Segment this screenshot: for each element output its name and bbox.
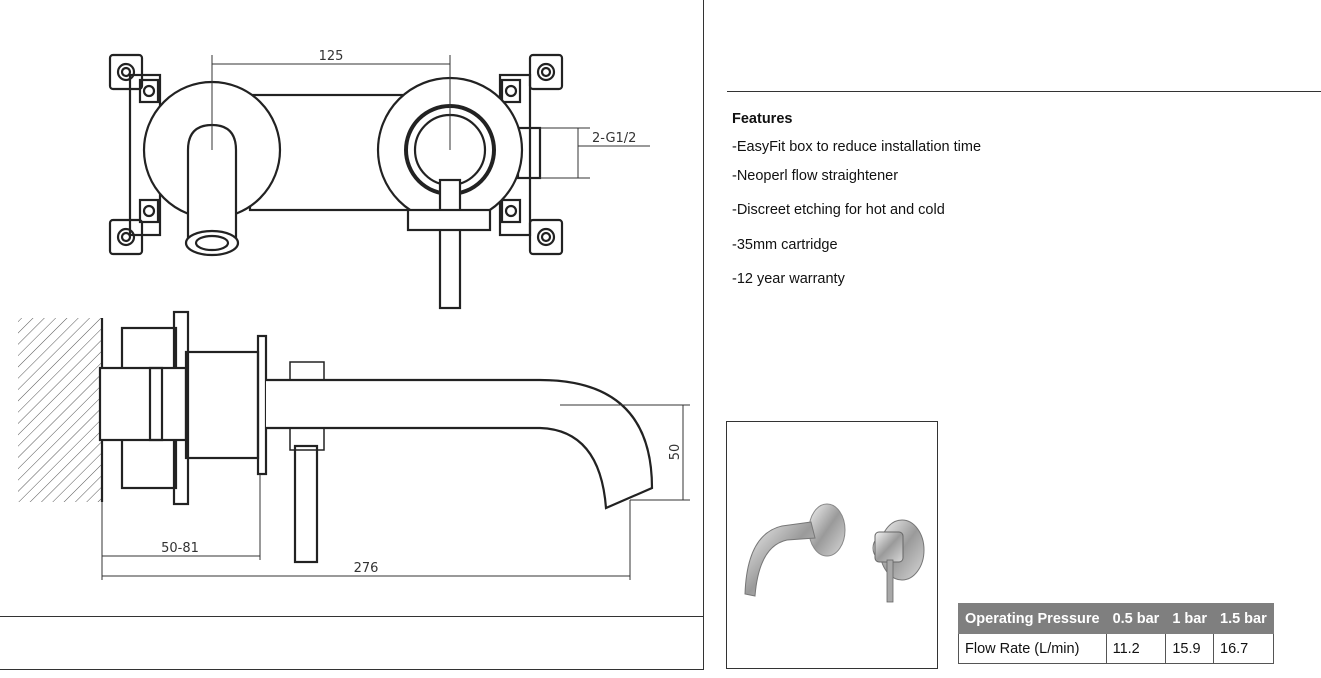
table-cell: 16.7 bbox=[1213, 633, 1274, 664]
column-header: 1.5 bar bbox=[1213, 603, 1274, 634]
dim-inlet: 2-G1/2 bbox=[592, 131, 636, 146]
table-cell: 15.9 bbox=[1165, 633, 1214, 664]
feature-item: -12 year warranty bbox=[732, 271, 845, 287]
section-divider bbox=[727, 91, 1321, 92]
technical-drawing-frame bbox=[0, 0, 704, 670]
column-header: 1 bar bbox=[1165, 603, 1214, 634]
table-header-row: Operating Pressure 0.5 bar 1 bar 1.5 bar bbox=[958, 603, 1274, 634]
product-photo bbox=[744, 503, 925, 603]
feature-item: -35mm cartridge bbox=[732, 237, 838, 253]
drawing-divider bbox=[0, 616, 703, 617]
product-photo-frame bbox=[726, 421, 938, 669]
table-row: Flow Rate (L/min) 11.2 15.9 16.7 bbox=[958, 633, 1274, 664]
dim-wall: 50-81 bbox=[161, 541, 199, 556]
table-cell: 11.2 bbox=[1105, 633, 1167, 664]
side-view bbox=[18, 310, 690, 580]
feature-item: -Discreet etching for hot and cold bbox=[732, 202, 945, 218]
feature-item: -EasyFit box to reduce installation time bbox=[732, 139, 982, 155]
feature-item: -Neoperl flow straightener bbox=[732, 168, 899, 184]
technical-drawing: 125 2-G1/2 50 50-81 276 bbox=[18, 49, 690, 580]
flow-rate-table: Operating Pressure 0.5 bar 1 bar 1.5 bar… bbox=[958, 603, 1274, 664]
column-header: 0.5 bar bbox=[1105, 603, 1167, 634]
dim-length: 276 bbox=[354, 561, 379, 576]
column-header: Operating Pressure bbox=[958, 603, 1107, 634]
table-cell: Flow Rate (L/min) bbox=[958, 633, 1107, 664]
mounting-lugs bbox=[108, 53, 564, 256]
features-title: Features bbox=[732, 111, 793, 127]
top-view bbox=[108, 53, 650, 310]
dim-height: 50 bbox=[668, 444, 683, 461]
dim-spacing: 125 bbox=[319, 49, 344, 64]
